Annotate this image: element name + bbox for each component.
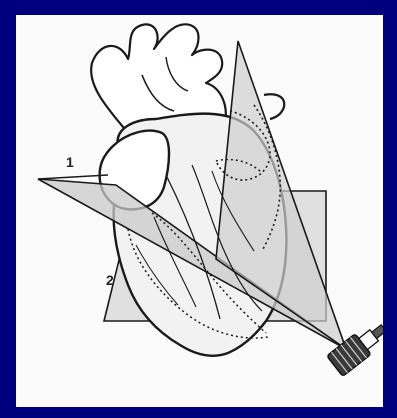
illustration-panel: 1 2 — [16, 15, 383, 407]
plane-label-2: 2 — [106, 272, 114, 288]
plane-label-1: 1 — [66, 154, 74, 170]
heart-imaging-planes-diagram: 1 2 — [16, 15, 383, 407]
